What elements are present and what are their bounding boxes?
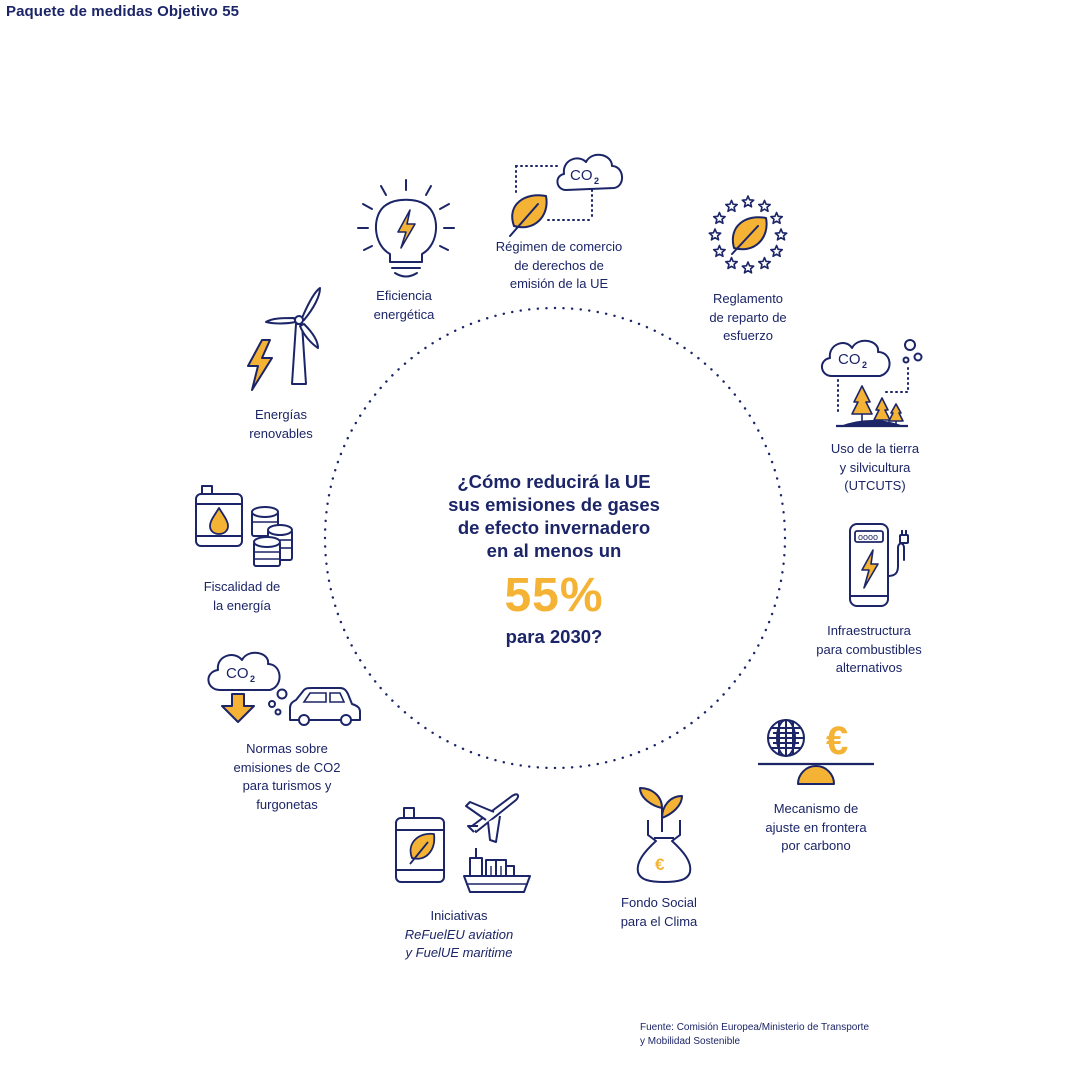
- item-label: Infraestructura para combustibles altern…: [816, 623, 922, 675]
- eu-star-icon: [724, 199, 739, 213]
- item-label: Iniciativas ReFuelEU aviation y FuelUE m…: [404, 908, 514, 960]
- question-line: de efecto invernadero: [457, 517, 651, 538]
- eu-star-icon: [741, 195, 755, 208]
- question-line: ¿Cómo reducirá la UE: [457, 471, 651, 492]
- source-note: Fuente: Comisión Europea/Ministerio de T…: [640, 1022, 870, 1047]
- eu-star-icon: [724, 256, 739, 270]
- eu-star-icon: [757, 199, 772, 213]
- item-label: Eficiencia energética: [373, 288, 435, 322]
- co2-subscript: 2: [862, 360, 867, 370]
- co2-text: CO: [838, 351, 861, 368]
- item-label: Uso de la tierra y silvicultura (UTCUTS): [830, 441, 920, 493]
- target-year: para 2030?: [505, 626, 603, 647]
- eu-star-icon: [770, 244, 784, 258]
- euro-symbol: €: [655, 855, 665, 874]
- eu-star-icon: [741, 261, 755, 274]
- co2-subscript: 2: [594, 176, 599, 186]
- item-label: Fondo Social para el Clima: [620, 895, 698, 929]
- item-label: Energías renovables: [249, 407, 313, 441]
- item-label: Mecanismo de ajuste en frontera por carb…: [765, 801, 867, 853]
- central-question: ¿Cómo reducirá la UE sus emisiones de ga…: [404, 470, 704, 562]
- item-label: Fiscalidad de la energía: [203, 579, 281, 613]
- eu-star-icon: [708, 228, 722, 241]
- eu-star-icon: [712, 211, 726, 225]
- euro-symbol: €: [826, 719, 848, 763]
- item-label: Régimen de comercio de derechos de emisi…: [495, 239, 623, 291]
- eu-star-icon: [770, 211, 784, 225]
- item-label: Normas sobre emisiones de CO2 para turis…: [233, 741, 341, 812]
- eu-star-icon: [774, 228, 788, 241]
- co2-text: CO: [570, 167, 593, 184]
- question-line: sus emisiones de gases: [448, 494, 660, 515]
- page-title: Paquete de medidas Objetivo 55: [6, 3, 240, 20]
- target-percentage: 55%: [504, 569, 604, 622]
- display-dots: oooo: [858, 532, 878, 542]
- co2-subscript: 2: [250, 674, 255, 684]
- eu-star-icon: [712, 244, 726, 258]
- co2-text: CO: [226, 665, 249, 682]
- eu-star-icon: [757, 256, 772, 270]
- question-line: en al menos un: [486, 540, 622, 561]
- item-label: Reglamento de reparto de esfuerzo: [709, 291, 787, 343]
